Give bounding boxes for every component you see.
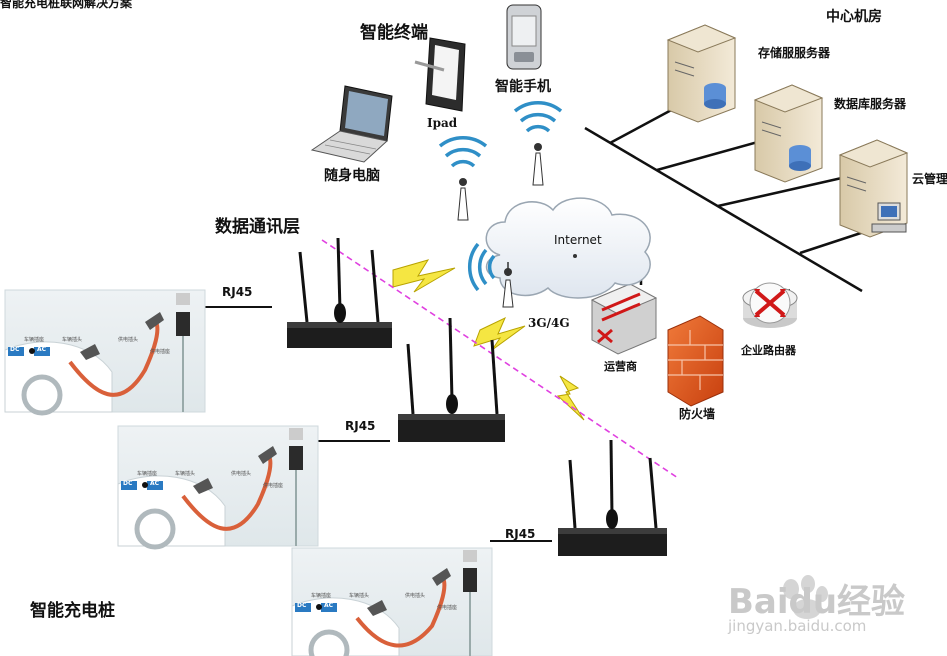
lightning-bolts [392, 259, 585, 421]
panel3-dc-tag: DC [297, 602, 307, 609]
cloud-server-label: 云管理 [912, 172, 947, 186]
carrier-switch-icon [590, 283, 658, 355]
storage-server-icon [666, 24, 737, 123]
ipad-antenna-icon [438, 135, 488, 221]
panel2-vehicle-plug: 车辆插头 [175, 471, 196, 477]
page-top-title: 智能充电桩联网解决方案 [0, 0, 133, 10]
central-antenna-icon [467, 242, 514, 308]
firewall-icon [667, 315, 724, 407]
panel1-dc-tag: DC [10, 346, 20, 353]
storage-server-label: 存储服服务器 [758, 46, 831, 60]
data-layer-label: 数据通讯层 [215, 217, 300, 237]
panel3-vehicle-plug: 车辆插头 [349, 593, 370, 599]
router-1-icon [287, 237, 392, 348]
smart-terminal-label: 智能终端 [360, 23, 428, 43]
panel3-charge-plug: 供电插头 [405, 593, 426, 599]
panel2-vehicle-socket: 车辆插座 [137, 471, 158, 477]
rj45-label-3: RJ45 [505, 527, 536, 541]
phone-icon [506, 4, 542, 70]
rj45-links [205, 306, 552, 542]
panel3-vehicle-socket: 车辆插座 [311, 593, 332, 599]
panel2-dc-tag: DC [123, 480, 133, 487]
phone-antenna-icon [513, 100, 563, 186]
panel3-ac-tag: AC [324, 602, 334, 609]
router-3-icon [558, 439, 667, 556]
router-2-icon [398, 317, 505, 442]
smart-phone-label: 智能手机 [495, 79, 551, 95]
panel1-charge-plug: 供电插头 [118, 337, 139, 343]
database-server-label: 数据库服务器 [834, 97, 907, 111]
panel2-ac-tag: AC [150, 480, 160, 487]
charger-panel-2 [117, 425, 319, 550]
smart-charger-label: 智能充电桩 [30, 601, 115, 621]
watermark-brand: Baidu经验 [728, 582, 906, 622]
firewall-label: 防火墙 [679, 407, 716, 421]
network-3g4g-label: 3G/4G [528, 316, 570, 330]
enterprise-router-icon [742, 282, 798, 328]
rj45-label-1: RJ45 [222, 285, 253, 299]
rj45-label-2: RJ45 [345, 419, 376, 433]
panel1-vehicle-socket: 车辆插座 [24, 337, 45, 343]
laptop-label: 随身电脑 [324, 168, 380, 184]
internet-cloud-icon [485, 197, 651, 299]
panel1-charge-socket: 供电插座 [150, 349, 171, 355]
panel2-charge-socket: 供电插座 [263, 483, 284, 489]
panel3-charge-socket: 供电插座 [437, 605, 458, 611]
watermark-url: jingyan.baidu.com [728, 617, 867, 635]
laptop-icon [310, 85, 393, 163]
charger-panel-3 [291, 547, 493, 656]
panel1-ac-tag: AC [37, 346, 47, 353]
internet-label: Internet [554, 233, 602, 247]
layer-separator [321, 239, 679, 479]
cloud-server-icon [838, 139, 909, 238]
charger-panel-1 [4, 289, 206, 416]
watermark-paw-icon [783, 575, 828, 619]
panel2-charge-plug: 供电插头 [231, 471, 252, 477]
data-center-label: 中心机房 [826, 9, 882, 25]
ipad-label: Ipad [427, 116, 458, 130]
ipad-icon [414, 37, 466, 112]
carrier-label: 运营商 [604, 360, 637, 373]
enterprise-router-label: 企业路由器 [741, 344, 796, 357]
panel1-vehicle-plug: 车辆插头 [62, 337, 83, 343]
database-server-icon [753, 84, 824, 183]
